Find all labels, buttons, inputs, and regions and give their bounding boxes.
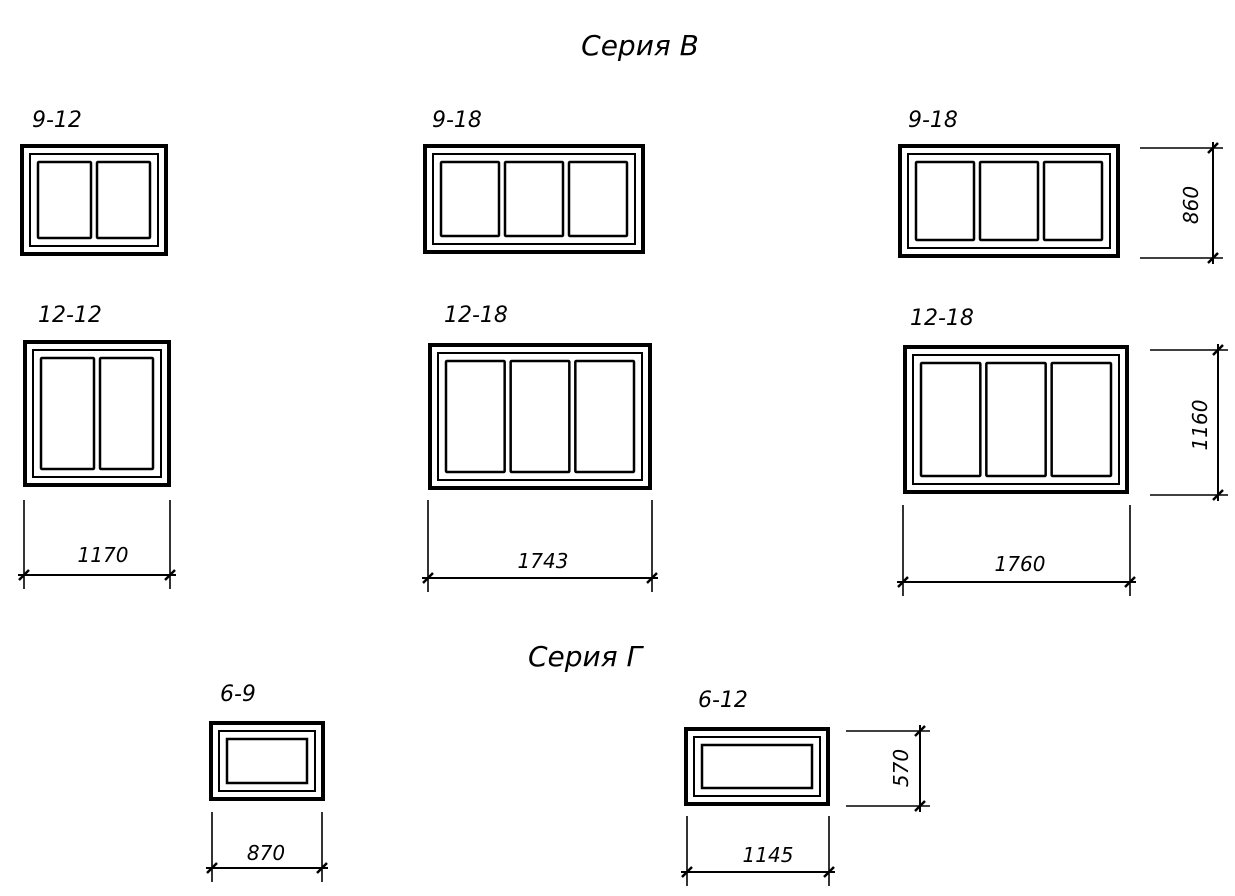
window-9-18 (423, 144, 645, 254)
window-outer-frame (684, 727, 830, 806)
dimension-width-1170: 1170 (78, 543, 129, 567)
window-pane (95, 160, 152, 240)
window-pane (503, 160, 565, 238)
dimension-height-570: 570 (889, 749, 913, 787)
window-box-frame (437, 352, 643, 481)
window-box-frame (432, 153, 636, 245)
dimension-tick (1207, 142, 1219, 154)
window-outer-frame (209, 721, 325, 801)
dimension-tick (1212, 344, 1224, 356)
window-box-frame (693, 736, 821, 797)
dim-line-1743 (422, 500, 658, 592)
window-box-frame (29, 153, 159, 247)
dimension-tick (1212, 489, 1224, 501)
window-pane (978, 160, 1040, 242)
window-label: 9-18 (908, 108, 958, 133)
dim-line-1760 (897, 505, 1136, 596)
window-box-frame (907, 153, 1111, 249)
window-pane (509, 359, 571, 474)
dimension-tick (206, 862, 218, 874)
window-label: 6-12 (698, 688, 748, 713)
window-9-18 (898, 144, 1120, 258)
dimension-tick (914, 725, 926, 737)
dimension-tick (823, 866, 835, 878)
window-label: 9-12 (32, 108, 82, 133)
window-12-18 (903, 345, 1129, 494)
dim-line-570 (846, 725, 930, 812)
window-pane (1050, 361, 1113, 478)
window-pane (36, 160, 93, 240)
window-outer-frame (423, 144, 645, 254)
window-9-12 (20, 144, 168, 256)
window-box-frame (912, 354, 1120, 485)
window-box-frame (32, 349, 162, 478)
dimension-tick (897, 576, 909, 588)
window-6-12 (684, 727, 830, 806)
window-outer-frame (428, 343, 652, 490)
window-label: 9-18 (432, 108, 482, 133)
window-label: 12-12 (38, 303, 102, 328)
window-6-9 (209, 721, 325, 801)
window-label: 12-18 (910, 306, 974, 331)
window-pane (567, 160, 629, 238)
dim-line-1170 (18, 500, 176, 589)
window-pane (98, 356, 155, 471)
dim-line-1145 (681, 816, 835, 886)
window-outer-frame (23, 340, 171, 487)
series-g-title: Серия Г (528, 640, 644, 673)
dimension-width-870: 870 (247, 841, 285, 865)
window-label: 6-9 (220, 682, 256, 707)
dimension-tick (914, 800, 926, 812)
window-outer-frame (903, 345, 1129, 494)
window-pane (985, 361, 1047, 478)
window-12-12 (23, 340, 171, 487)
dimension-tick (422, 572, 434, 584)
series-b-title: Серия В (581, 29, 699, 62)
dimension-width-1145: 1145 (743, 843, 794, 867)
window-outer-frame (20, 144, 168, 256)
window-pane (225, 737, 309, 785)
dimension-tick (646, 572, 658, 584)
dimension-height-860: 860 (1179, 186, 1203, 224)
window-pane (39, 356, 96, 471)
window-pane (439, 160, 501, 238)
dimension-tick (1124, 576, 1136, 588)
dimension-width-1743: 1743 (518, 549, 569, 573)
dimension-tick (681, 866, 693, 878)
dimension-tick (316, 862, 328, 874)
window-pane (700, 743, 814, 790)
dimension-tick (18, 569, 30, 581)
dimension-lines-group (18, 142, 1228, 886)
dimension-tick (164, 569, 176, 581)
dim-line-860 (1140, 142, 1223, 264)
windows-group (20, 144, 1129, 806)
dimension-width-1760: 1760 (995, 552, 1046, 576)
window-pane (444, 359, 506, 474)
dimension-height-1160: 1160 (1188, 400, 1212, 451)
window-pane (574, 359, 636, 474)
window-box-frame (218, 730, 316, 792)
dim-line-870 (206, 812, 328, 882)
window-12-18 (428, 343, 652, 490)
window-outer-frame (898, 144, 1120, 258)
dim-line-1160 (1150, 344, 1228, 501)
window-pane (1042, 160, 1104, 242)
window-label: 12-18 (444, 303, 508, 328)
window-pane (919, 361, 982, 478)
dimension-tick (1207, 252, 1219, 264)
window-pane (914, 160, 976, 242)
